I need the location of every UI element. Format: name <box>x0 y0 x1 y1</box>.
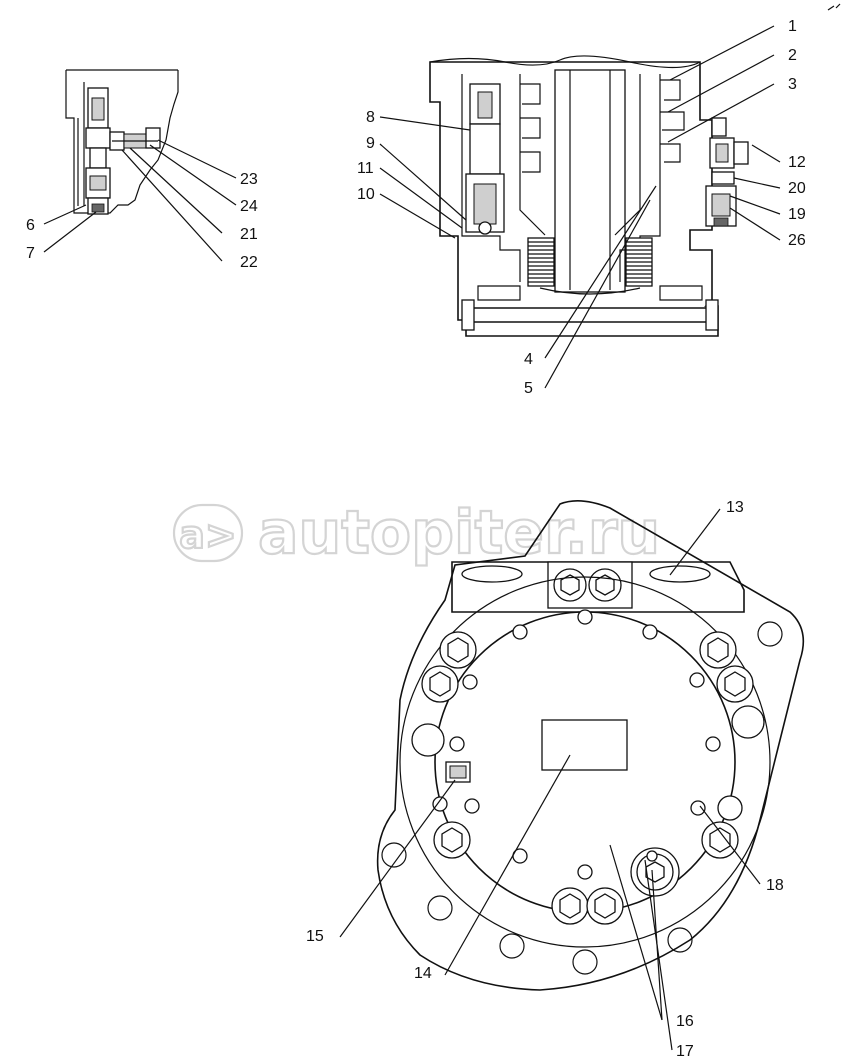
watermark-badge <box>172 503 244 563</box>
callout-19: 19 <box>788 206 806 223</box>
flange-holes <box>381 621 783 975</box>
callout-4: 4 <box>524 351 533 368</box>
callout-23: 23 <box>240 171 258 188</box>
callout-22: 22 <box>240 254 258 271</box>
detail-view-valve <box>65 69 179 215</box>
callout-labels-top-right: 1 2 3 8 9 11 10 12 20 19 26 4 5 <box>357 18 806 397</box>
callout-18: 18 <box>766 877 784 894</box>
callout-15: 15 <box>306 928 324 945</box>
callout-3: 3 <box>788 76 797 93</box>
callout-13: 13 <box>726 499 744 516</box>
cover-bolts <box>432 609 721 880</box>
callout-1: 1 <box>788 18 797 35</box>
callout-12: 12 <box>788 154 806 171</box>
callout-5: 5 <box>524 380 533 397</box>
callout-labels-top-left: 23 24 21 22 6 7 <box>26 171 258 271</box>
sectional-view-motor <box>429 55 749 337</box>
callout-17: 17 <box>676 1043 694 1060</box>
disc-stack-left <box>527 237 555 287</box>
callout-7: 7 <box>26 245 35 262</box>
corner-mark <box>827 3 841 11</box>
disc-stack-right <box>625 237 653 287</box>
callout-8: 8 <box>366 109 375 126</box>
callout-9: 9 <box>366 135 375 152</box>
watermark-badge-symbol: a> <box>179 513 236 557</box>
callout-20: 20 <box>788 180 806 197</box>
callout-labels-bottom: 13 15 14 18 16 17 <box>306 499 784 1060</box>
callout-24: 24 <box>240 198 258 215</box>
callout-16: 16 <box>676 1013 694 1030</box>
callout-26: 26 <box>788 232 806 249</box>
callout-21: 21 <box>240 226 258 243</box>
leader-lines <box>43 25 781 1051</box>
watermark-text: autopiter.ru <box>258 498 660 568</box>
callout-10: 10 <box>357 186 375 203</box>
watermark: a> autopiter.ru <box>172 497 661 569</box>
end-view-motor <box>376 500 805 991</box>
callout-14: 14 <box>414 965 432 982</box>
callout-11: 11 <box>357 160 374 177</box>
hex-bolts <box>411 631 765 925</box>
callout-6: 6 <box>26 217 35 234</box>
callout-2: 2 <box>788 47 797 64</box>
